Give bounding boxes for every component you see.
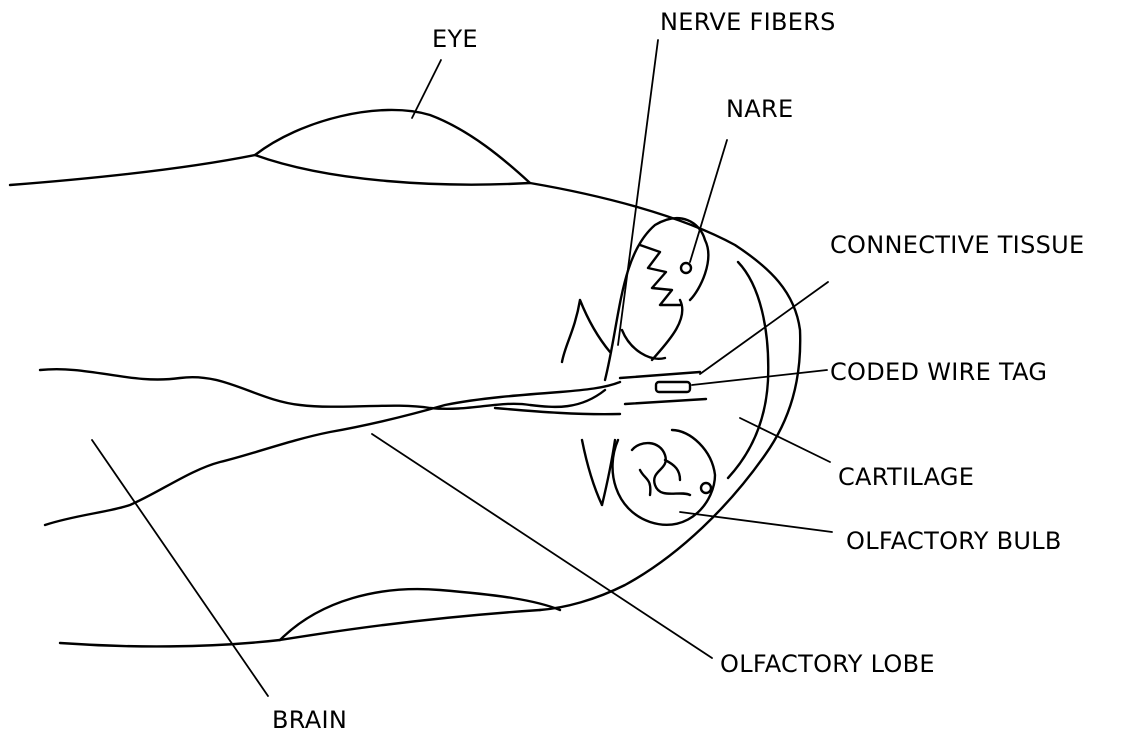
brain-lines [40, 369, 620, 525]
coded-wire-tag-leader [692, 370, 827, 385]
upper-nare-circle [681, 263, 691, 273]
connective-tissue-upper-bar [620, 372, 700, 378]
nare-label: NARE [726, 95, 793, 123]
upper-olfactory-rosette [562, 218, 708, 380]
eye-leader [412, 60, 441, 118]
leader-lines [92, 40, 832, 696]
lower-rosette-lamellae [632, 443, 690, 495]
cartilage-inner-curve [728, 262, 768, 478]
connective-tissue-lower-bar [625, 399, 706, 404]
upper-fin-spine [562, 300, 610, 362]
cartilage-label: CARTILAGE [838, 463, 974, 491]
connective-tissue-leader [700, 282, 828, 374]
lower-fin-spine [582, 440, 615, 505]
lower-olfactory-rosette [582, 430, 715, 525]
nerve-fibers-leader [618, 40, 658, 345]
upper-rosette-lamellae [640, 245, 682, 360]
brain-upper-wavy-line [40, 369, 605, 409]
olfactory-bulb-label: OLFACTORY BULB [846, 527, 1062, 555]
nare-leader [690, 140, 727, 262]
upper-rosette-inner-curve [622, 330, 665, 359]
brain-lower-wavy-line [45, 382, 620, 525]
lower-nare-circle [701, 483, 711, 493]
nerve-fibers-label: NERVE FIBERS [660, 8, 836, 36]
upper-eye-top [255, 110, 530, 183]
connective-tissue-label: CONNECTIVE TISSUE [830, 231, 1084, 259]
coded-wire-tag-label: CODED WIRE TAG [830, 358, 1047, 386]
olfactory-lobe-label: OLFACTORY LOBE [720, 650, 935, 678]
olfactory-tract-line [495, 408, 620, 414]
lower-rosette-outer [613, 430, 715, 525]
center-structures [620, 372, 706, 404]
brain-label: BRAIN [272, 706, 347, 734]
eye-label: EYE [432, 25, 478, 53]
upper-eye [255, 110, 530, 183]
olfactory-bulb-leader [680, 512, 832, 532]
head-lower-outline [60, 610, 540, 646]
coded-wire-tag [656, 382, 690, 392]
